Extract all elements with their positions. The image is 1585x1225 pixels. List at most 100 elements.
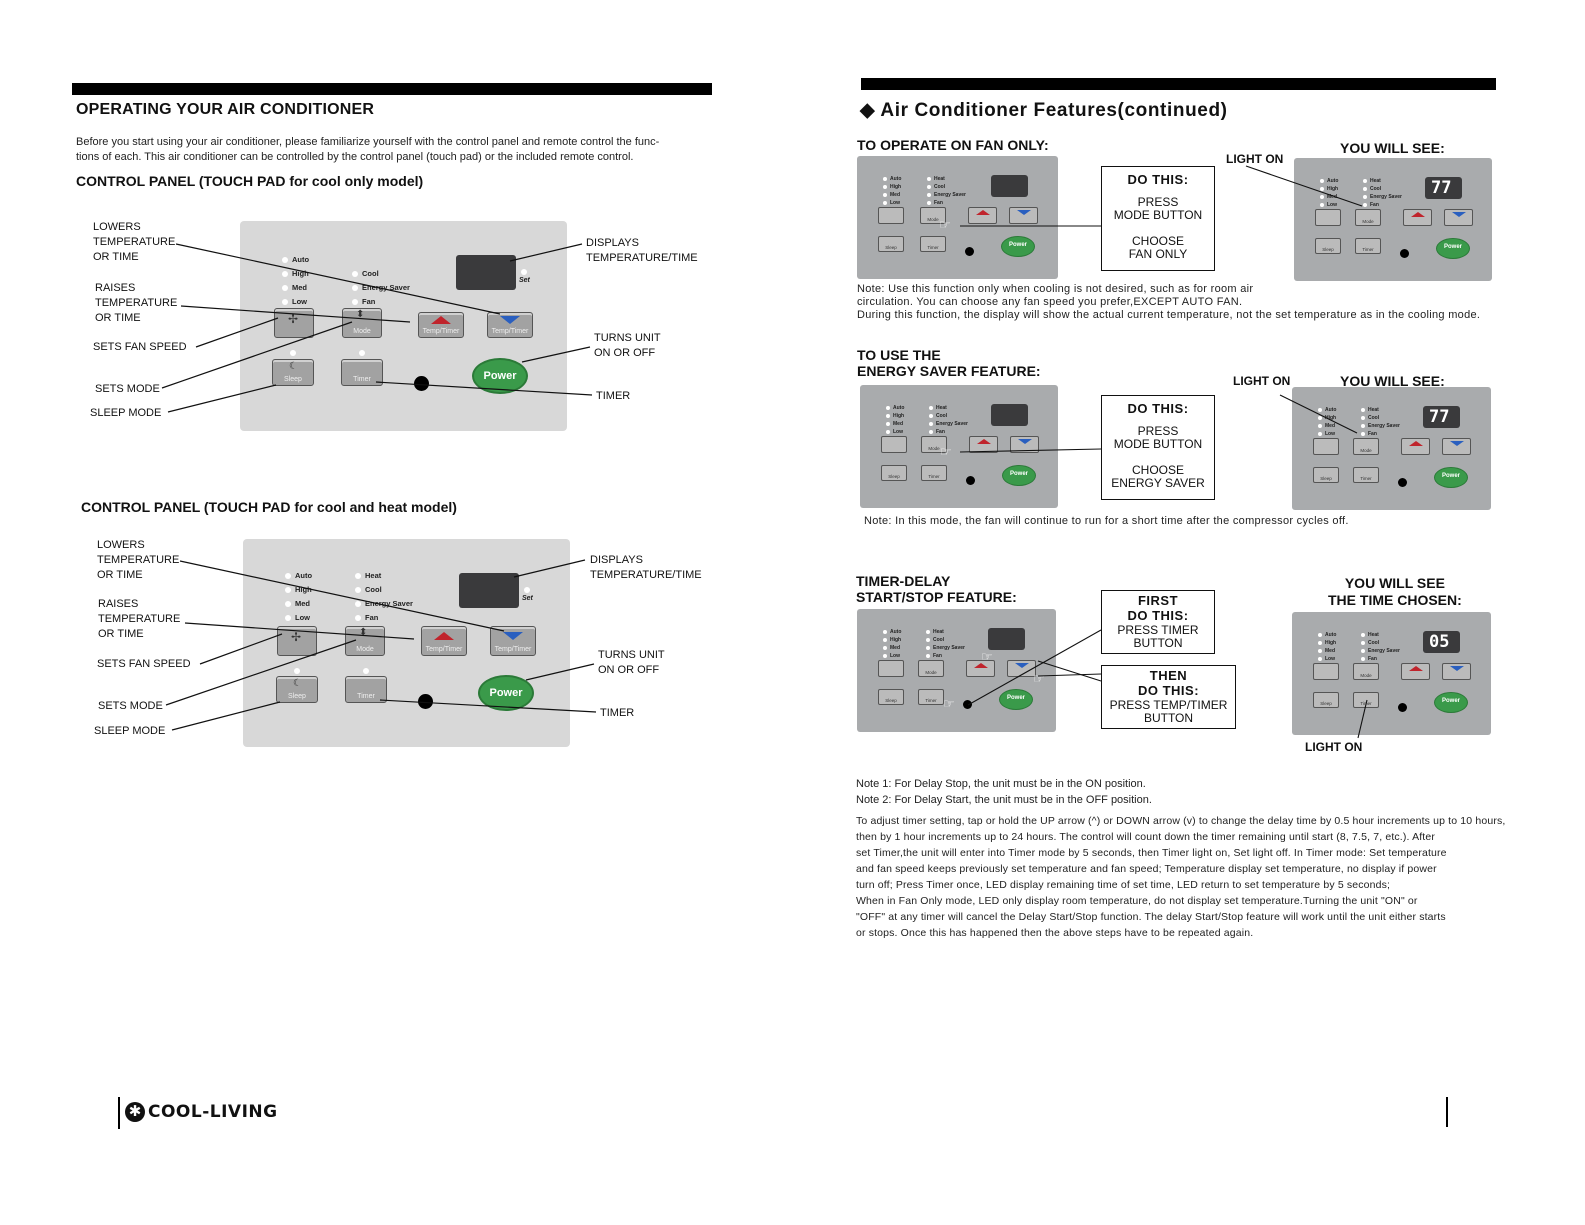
timer-button[interactable]: Timer [341, 359, 383, 386]
pointing-hand-icon: ☞ [1033, 671, 1045, 686]
up-arrow-icon [976, 210, 990, 215]
mode-button[interactable]: Mode [921, 436, 947, 453]
timer-button[interactable]: Timer [1355, 238, 1381, 254]
callout-line: TEMPERATURE/TIME [590, 569, 702, 581]
led-high [883, 638, 887, 642]
box-line: PRESS TEMP/TIMER [1109, 698, 1228, 712]
power-button[interactable]: Power [999, 689, 1033, 710]
timer-button[interactable]: Timer [920, 236, 946, 252]
led-energy-saver [355, 601, 361, 607]
timer-indicator-dot [1400, 249, 1409, 258]
heading-line: TIMER-DELAY [856, 573, 951, 589]
temp-up-button[interactable] [1401, 438, 1430, 455]
temperature-display [456, 255, 516, 290]
callout-line: TEMPERATURE/TIME [586, 252, 698, 264]
temp-up-button[interactable] [1403, 209, 1432, 226]
timer-button[interactable]: Timer [1353, 467, 1379, 483]
sleep-button[interactable]: Sleep [1313, 692, 1339, 708]
power-button[interactable]: Power [1001, 236, 1035, 257]
led-high [282, 271, 288, 277]
fan-speed-button[interactable] [878, 207, 904, 224]
mini-panel-energy-result: Auto High Med Low Heat Cool Energy Saver… [1292, 387, 1491, 510]
power-button[interactable]: Power [1002, 465, 1036, 486]
temp-down-button[interactable] [1009, 207, 1038, 224]
temp-down-button[interactable] [1442, 438, 1471, 455]
box-title: DO THIS: [1127, 401, 1189, 416]
fan-light-on: LIGHT ON [1226, 152, 1284, 166]
mode-label: Mode [927, 217, 939, 222]
mode-button[interactable]: Mode [1355, 209, 1381, 226]
mode-button[interactable]: Mode [1353, 663, 1379, 680]
mode-button[interactable]: Mode [918, 660, 944, 677]
temp-down-button[interactable] [1444, 209, 1473, 226]
temp-up-button[interactable] [969, 436, 998, 453]
power-button[interactable]: Power [1434, 692, 1468, 713]
fan-speed-button[interactable] [1313, 663, 1339, 680]
power-button[interactable]: Power [1436, 238, 1470, 259]
sleep-button[interactable]: ☾ Sleep [272, 359, 314, 386]
label-energy-saver: Energy Saver [1368, 648, 1400, 654]
callout-line: TEMPERATURE [98, 613, 181, 625]
led-energy-saver [1361, 424, 1365, 428]
timer-button[interactable]: Timer [921, 465, 947, 481]
callout-line: TEMPERATURE [97, 554, 180, 566]
brand-logo: ✱ COOL-LIVING [125, 1102, 278, 1122]
temp-down-button[interactable] [1007, 660, 1036, 677]
led-high [1320, 187, 1324, 191]
led-med [883, 646, 887, 650]
led-low [883, 654, 887, 658]
power-button[interactable]: Power [478, 675, 534, 711]
timer-indicator-dot [963, 700, 972, 709]
timer-then-box: THEN DO THIS: PRESS TEMP/TIMER BUTTON [1101, 665, 1236, 729]
led-heat [926, 630, 930, 634]
fan-speed-button[interactable] [1313, 438, 1339, 455]
label-med: Med [1325, 423, 1335, 429]
down-arrow-icon [1450, 666, 1464, 671]
callout-displays: DISPLAYS TEMPERATURE/TIME [586, 236, 698, 266]
mode-button[interactable]: Mode [1353, 438, 1379, 455]
box-line: FAN ONLY [1128, 247, 1188, 261]
sleep-button[interactable]: Sleep [1315, 238, 1341, 254]
callout-line: LOWERS [93, 221, 141, 233]
sleep-button[interactable]: ☾ Sleep [276, 676, 318, 703]
label-energy-saver: Energy Saver [365, 599, 413, 608]
temp-up-button[interactable]: Temp/Timer [418, 312, 464, 338]
led-high [886, 414, 890, 418]
timer-first-box: FIRST DO THIS: PRESS TIMER BUTTON [1101, 590, 1215, 654]
temp-down-button[interactable] [1442, 663, 1471, 680]
temp-down-button[interactable]: Temp/Timer [490, 626, 536, 656]
led-auto [1318, 408, 1322, 412]
power-button[interactable]: Power [1434, 467, 1468, 488]
timer-button[interactable]: Timer [345, 676, 387, 703]
timer-heading: TIMER-DELAY START/STOP FEATURE: [856, 573, 1017, 605]
temp-up-button[interactable] [966, 660, 995, 677]
intro-paragraph: Before you start using your air conditio… [76, 135, 716, 164]
pointing-hand-icon: ☞ [981, 649, 993, 664]
led-fan [929, 430, 933, 434]
fan-speed-button[interactable] [881, 436, 907, 453]
sleep-button[interactable]: Sleep [878, 236, 904, 252]
callout-turns-unit: TURNS UNIT ON OR OFF [594, 331, 661, 361]
mode-button[interactable]: Mode [920, 207, 946, 224]
sleep-button[interactable]: Sleep [881, 465, 907, 481]
pointing-hand-icon: ☞ [943, 696, 955, 711]
temp-up-button[interactable] [968, 207, 997, 224]
box-line: PRESS [1137, 195, 1179, 209]
down-arrow-icon [500, 316, 520, 324]
fan-do-this-box: DO THIS: PRESS MODE BUTTON CHOOSE FAN ON… [1101, 166, 1215, 271]
led-cool [927, 185, 931, 189]
fan-speed-button[interactable] [878, 660, 904, 677]
led-med [285, 601, 291, 607]
temp-up-button[interactable] [1401, 663, 1430, 680]
fan-speed-button[interactable] [1315, 209, 1341, 226]
sleep-button[interactable]: Sleep [878, 689, 904, 705]
label-heat: Heat [365, 571, 382, 580]
note-line: Note: Use this function only when coolin… [857, 283, 1254, 295]
temp-down-button[interactable]: Temp/Timer [487, 312, 533, 338]
temp-up-button[interactable]: Temp/Timer [421, 626, 467, 656]
timer-button[interactable]: Timer [918, 689, 944, 705]
label-fan: Fan [1370, 202, 1379, 208]
led-fan [1361, 657, 1365, 661]
temp-down-button[interactable] [1010, 436, 1039, 453]
sleep-button[interactable]: Sleep [1313, 467, 1339, 483]
